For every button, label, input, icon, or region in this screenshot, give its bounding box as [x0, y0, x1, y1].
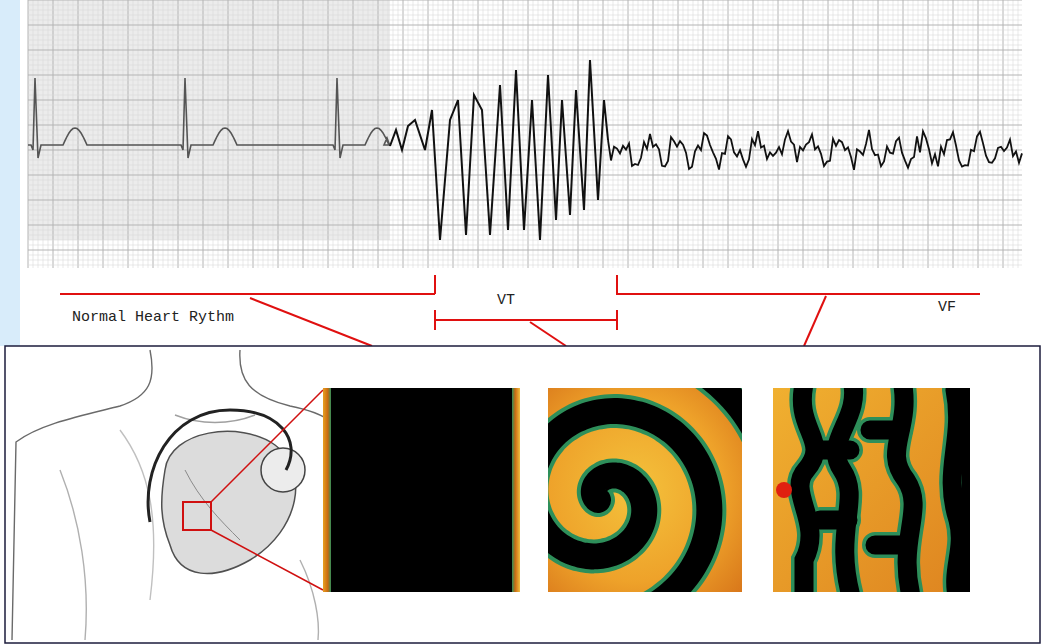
grid-line — [28, 65, 1022, 66]
leader-line — [250, 298, 372, 346]
vt-trace — [390, 60, 608, 240]
grid-line — [28, 25, 1022, 26]
bracket-normal — [60, 275, 435, 294]
zoom-lines — [211, 390, 323, 590]
grid-line — [28, 55, 1022, 56]
grid-line — [28, 250, 1022, 251]
grid-line — [28, 80, 1022, 81]
grid-line — [28, 75, 1022, 76]
grid-line — [28, 120, 1022, 121]
grid-line — [28, 45, 1022, 46]
grid-line — [28, 50, 1022, 51]
grid-line — [28, 165, 1022, 166]
grid-line — [28, 40, 1022, 41]
grid-line — [28, 100, 1022, 101]
zoom-square — [183, 502, 211, 530]
grid-line — [28, 15, 1022, 16]
grid-line — [28, 60, 1022, 61]
grid-line — [28, 115, 1022, 116]
rhythm-label: Normal Heart Rythm — [72, 310, 234, 326]
grid-line — [28, 160, 1022, 161]
grid-line — [28, 20, 1022, 21]
grid-line — [28, 170, 1022, 171]
torso-sketch — [12, 350, 332, 640]
grid-line — [28, 190, 1022, 191]
grid-line — [28, 130, 1022, 131]
grid-line — [28, 260, 1022, 261]
grid-line — [28, 10, 1022, 11]
grid-line — [28, 110, 1022, 111]
grid-line — [28, 85, 1022, 86]
grid-line — [28, 180, 1022, 181]
grid-line — [28, 0, 1022, 1]
grid-line — [28, 235, 1022, 236]
normal-trace — [28, 78, 390, 158]
grid-line — [28, 185, 1022, 186]
vf-trace — [608, 130, 1022, 170]
side-strip — [0, 0, 20, 346]
leader-line — [530, 322, 566, 346]
ecg-trace — [28, 60, 1022, 240]
grid-line — [28, 195, 1022, 196]
grid-line — [28, 245, 1022, 246]
spiral-wave-panel — [548, 388, 742, 592]
grid-line — [28, 240, 1022, 241]
ecg-paper — [28, 0, 1022, 268]
grid-line — [28, 5, 1022, 6]
grid-line — [28, 35, 1022, 36]
leader-line — [804, 296, 826, 346]
bracket-lines — [60, 275, 980, 346]
chaotic-wave-panel — [773, 388, 970, 592]
grid-line — [28, 265, 1022, 266]
rhythm-label: VT — [497, 293, 515, 309]
aorta-loop — [261, 448, 305, 492]
grid-line — [28, 155, 1022, 156]
grid-line — [28, 70, 1022, 71]
grid-line — [28, 30, 1022, 31]
grid-line — [28, 90, 1022, 91]
lead-wire — [148, 410, 291, 522]
grid-line — [28, 175, 1022, 176]
grid-line — [28, 95, 1022, 96]
grid-line — [28, 255, 1022, 256]
ecg-grid — [28, 0, 1022, 268]
grid-line — [28, 125, 1022, 126]
bracket-vt — [435, 310, 617, 330]
grid-line — [28, 105, 1022, 106]
normal-wave-panel — [323, 388, 520, 592]
grid-line — [28, 140, 1022, 141]
bracket-vf — [617, 275, 980, 294]
rhythm-label: VF — [938, 300, 956, 316]
lower-panel — [5, 346, 1040, 643]
grid-line — [28, 135, 1022, 136]
